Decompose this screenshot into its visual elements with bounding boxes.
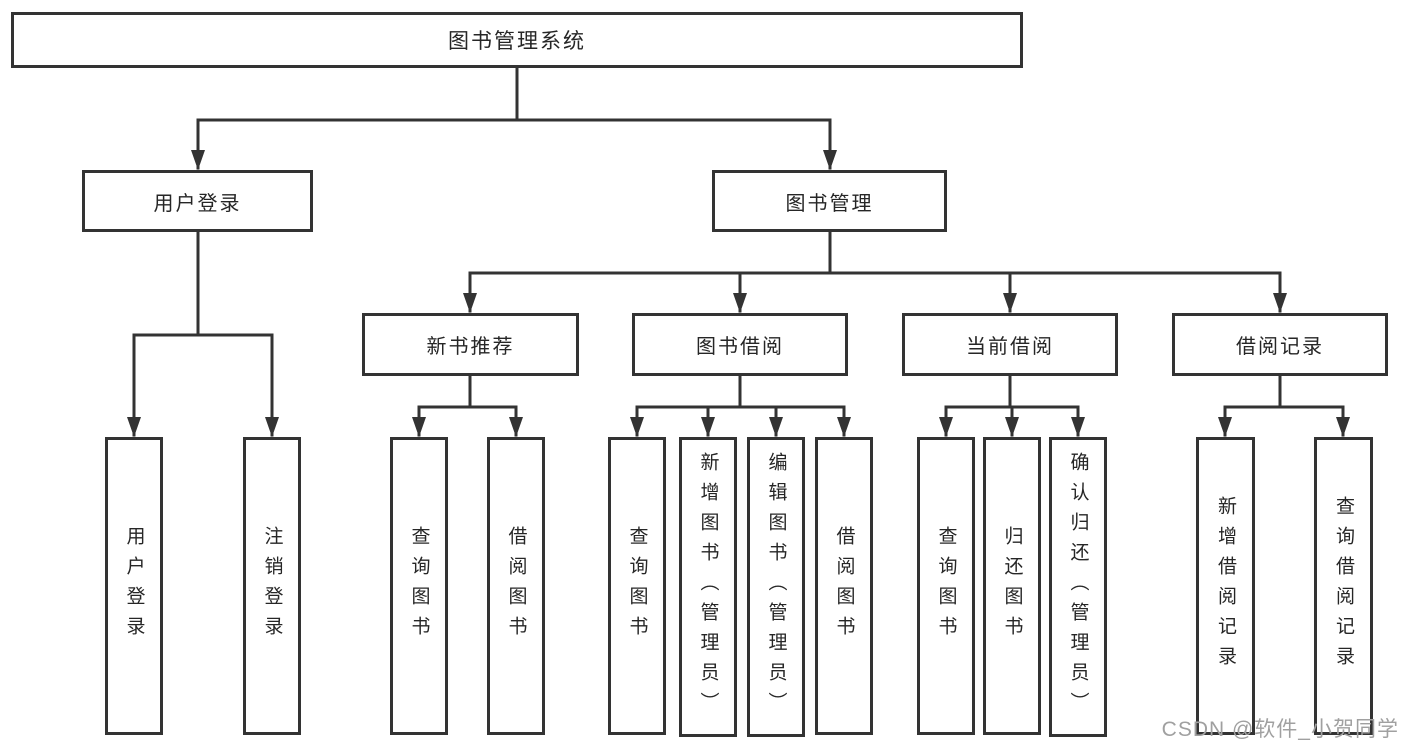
- leaf-add-borrow-record: 新增借阅记录: [1196, 437, 1255, 735]
- node-borrowing-records: 借阅记录: [1172, 313, 1388, 376]
- leaf-logout: 注销登录: [243, 437, 301, 735]
- leaf-return-books: 归还图书: [983, 437, 1041, 735]
- leaf-query-books-current: 查询图书: [917, 437, 975, 735]
- leaf-add-books-admin: 新增图书（管理员）: [679, 437, 737, 737]
- node-new-book-recommend: 新书推荐: [362, 313, 579, 376]
- node-user-login: 用户登录: [82, 170, 313, 232]
- leaf-confirm-return-admin: 确认归还（管理员）: [1049, 437, 1107, 737]
- leaf-user-login: 用户登录: [105, 437, 163, 735]
- node-library-system: 图书管理系统: [11, 12, 1023, 68]
- leaf-borrow-books-recommend: 借阅图书: [487, 437, 545, 735]
- leaf-query-borrow-record: 查询借阅记录: [1314, 437, 1373, 735]
- node-book-management: 图书管理: [712, 170, 947, 232]
- node-current-borrowing: 当前借阅: [902, 313, 1118, 376]
- leaf-edit-books-admin: 编辑图书（管理员）: [747, 437, 805, 737]
- leaf-query-books-borrowing: 查询图书: [608, 437, 666, 735]
- node-book-borrowing: 图书借阅: [632, 313, 848, 376]
- leaf-query-books-recommend: 查询图书: [390, 437, 448, 735]
- csdn-watermark: CSDN @软件_小贺同学: [1161, 718, 1399, 741]
- leaf-borrow-books-borrowing: 借阅图书: [815, 437, 873, 735]
